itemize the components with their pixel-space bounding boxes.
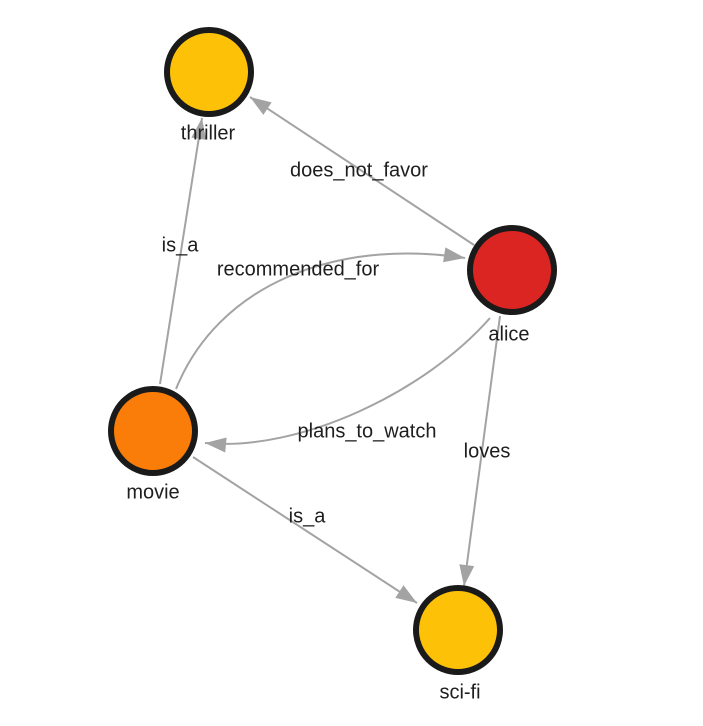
node-alice[interactable]: alice bbox=[467, 225, 557, 345]
arrowhead-does-not-favor bbox=[250, 97, 272, 115]
node-label-sci-fi: sci-fi bbox=[439, 681, 480, 703]
node-circle-thriller[interactable] bbox=[164, 27, 254, 117]
node-label-movie: movie bbox=[126, 481, 179, 503]
node-circle-alice[interactable] bbox=[467, 225, 557, 315]
edge-label-does-not-favor: does_not_favor bbox=[290, 159, 428, 181]
node-label-thriller: thriller bbox=[181, 122, 236, 144]
edge-does-not-favor[interactable]: does_not_favor bbox=[249, 96, 475, 246]
node-circle-movie[interactable] bbox=[108, 386, 198, 476]
edge-loves[interactable]: loves bbox=[459, 315, 511, 587]
edge-is-a-movie-thriller[interactable]: is_a bbox=[159, 117, 207, 385]
edge-line-is-a-movie-thriller bbox=[159, 117, 203, 385]
edge-plans-to-watch[interactable]: plans_to_watch bbox=[204, 317, 491, 453]
node-label-alice: alice bbox=[488, 323, 529, 345]
arrowhead-plans-to-watch bbox=[205, 437, 227, 453]
edge-recommended-for[interactable]: recommended_for bbox=[175, 247, 466, 390]
arrowhead-is-a-movie-scifi bbox=[395, 585, 417, 603]
edge-line-loves bbox=[463, 315, 501, 587]
arrowhead-loves bbox=[459, 564, 475, 586]
edge-label-loves: loves bbox=[464, 440, 511, 462]
node-circle-sci-fi[interactable] bbox=[413, 585, 503, 675]
edge-line-recommended-for bbox=[175, 252, 466, 390]
node-movie[interactable]: movie bbox=[108, 386, 198, 503]
edge-line-plans-to-watch bbox=[204, 317, 491, 445]
edge-is-a-movie-scifi[interactable]: is_a bbox=[192, 456, 418, 604]
node-thriller[interactable]: thriller bbox=[164, 27, 254, 144]
arrowhead-is-a-movie-thriller bbox=[191, 118, 207, 140]
edge-label-is-a-movie-scifi: is_a bbox=[289, 505, 327, 527]
edge-label-is-a-movie-thriller: is_a bbox=[162, 234, 200, 256]
edge-line-does-not-favor bbox=[249, 96, 475, 246]
edge-label-plans-to-watch: plans_to_watch bbox=[298, 420, 437, 442]
arrowhead-recommended-for bbox=[443, 247, 465, 263]
edge-label-recommended-for: recommended_for bbox=[217, 258, 380, 280]
node-sci-fi[interactable]: sci-fi bbox=[413, 585, 503, 703]
edge-line-is-a-movie-scifi bbox=[192, 456, 418, 604]
